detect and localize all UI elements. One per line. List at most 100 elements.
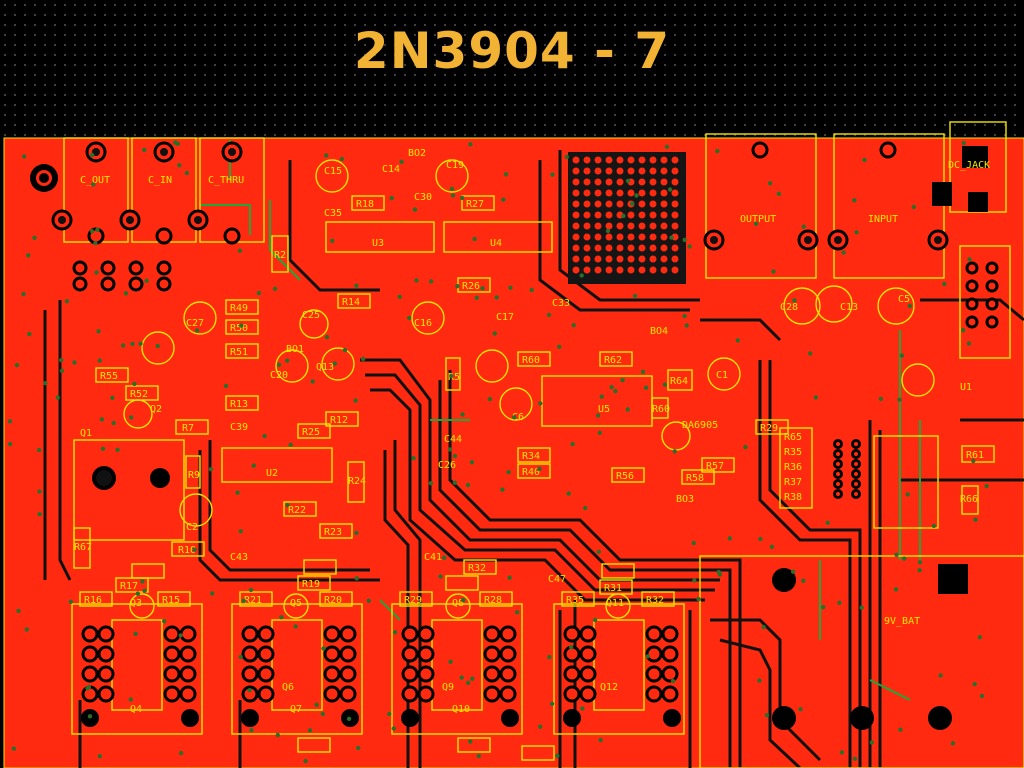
via xyxy=(339,156,345,162)
via xyxy=(852,756,858,761)
via xyxy=(175,141,180,146)
label-r35: R35 xyxy=(784,447,802,458)
via xyxy=(442,555,447,560)
via xyxy=(133,631,138,636)
perf-hole xyxy=(649,255,657,263)
via xyxy=(501,197,506,202)
via xyxy=(7,441,13,447)
pad xyxy=(163,625,181,643)
via xyxy=(506,470,511,475)
via xyxy=(514,610,520,615)
via xyxy=(917,568,922,573)
via xyxy=(621,213,626,219)
label-c33: C33 xyxy=(552,298,570,309)
label-r40: R40 xyxy=(522,467,540,478)
via xyxy=(55,395,60,400)
via xyxy=(893,587,899,592)
via xyxy=(538,401,543,406)
via xyxy=(761,624,766,630)
pad xyxy=(81,645,99,663)
label-c14: C14 xyxy=(382,164,400,175)
via xyxy=(110,395,115,400)
label-r23: R23 xyxy=(324,527,342,538)
pad xyxy=(851,489,861,499)
label-c17: C17 xyxy=(496,312,514,323)
via xyxy=(275,732,280,738)
pad xyxy=(645,665,663,683)
pad xyxy=(417,665,435,683)
via xyxy=(583,505,588,511)
via xyxy=(407,315,412,321)
perf-hole xyxy=(594,178,602,186)
perf-hole xyxy=(572,211,580,219)
label-c19: C19 xyxy=(446,160,464,171)
label-output: OUTPUT xyxy=(740,214,776,225)
pad xyxy=(401,665,419,683)
via xyxy=(27,331,32,337)
pad xyxy=(179,625,197,643)
label-r5: R5 xyxy=(448,372,460,383)
perf-hole xyxy=(616,200,624,208)
via xyxy=(330,238,335,243)
perf-hole xyxy=(572,178,580,186)
label-q11: Q11 xyxy=(606,598,624,609)
label-r37: R37 xyxy=(784,477,802,488)
label-c6: C6 xyxy=(512,412,524,423)
perf-hole xyxy=(638,167,646,175)
label-u3: U3 xyxy=(372,238,384,249)
via xyxy=(22,154,27,159)
pad xyxy=(579,685,597,703)
pad xyxy=(156,260,172,276)
label-r43: R50 xyxy=(230,323,248,334)
via xyxy=(85,686,90,691)
via xyxy=(859,605,864,610)
pad xyxy=(965,279,979,293)
label-r12: R12 xyxy=(330,415,348,426)
via xyxy=(438,574,443,579)
via xyxy=(691,540,696,546)
perf-hole xyxy=(627,266,635,274)
label-r52: R58 xyxy=(686,473,704,484)
via xyxy=(354,576,359,581)
via xyxy=(360,356,366,362)
label-c26: C26 xyxy=(438,460,456,471)
perf-hole xyxy=(572,244,580,252)
via xyxy=(508,285,513,290)
via xyxy=(682,313,687,319)
pad xyxy=(97,625,115,643)
via xyxy=(566,491,571,496)
via xyxy=(387,711,392,717)
label-c-thru: C_THRU xyxy=(208,175,244,186)
via xyxy=(452,453,458,459)
via xyxy=(314,702,319,707)
via xyxy=(452,480,458,485)
perf-hole xyxy=(660,167,668,175)
label-q10: Q10 xyxy=(452,704,470,715)
perf-hole xyxy=(572,156,580,164)
via xyxy=(862,157,867,163)
via xyxy=(570,441,575,447)
label-da6905: DA6905 xyxy=(682,420,718,431)
pad xyxy=(483,645,501,663)
perf-hole xyxy=(605,178,613,186)
via xyxy=(16,608,21,614)
label-q1: Q1 xyxy=(80,428,92,439)
silk-labels: C_OUT C_IN C_THRU OUTPUT INPUT DC_JACK 9… xyxy=(80,148,990,715)
via xyxy=(239,323,244,328)
via xyxy=(727,536,732,541)
label-dc-jack: DC_JACK xyxy=(948,160,990,171)
via xyxy=(89,152,95,158)
via xyxy=(645,654,650,659)
perf-hole xyxy=(627,222,635,230)
via xyxy=(97,754,103,759)
via xyxy=(792,298,797,303)
via xyxy=(837,600,842,605)
via xyxy=(907,303,912,309)
perf-hole xyxy=(594,255,602,263)
via xyxy=(288,442,293,447)
label-r16: R16 xyxy=(84,595,102,606)
via xyxy=(450,193,456,198)
via xyxy=(194,328,200,333)
via xyxy=(798,707,803,712)
perf-hole xyxy=(583,244,591,252)
